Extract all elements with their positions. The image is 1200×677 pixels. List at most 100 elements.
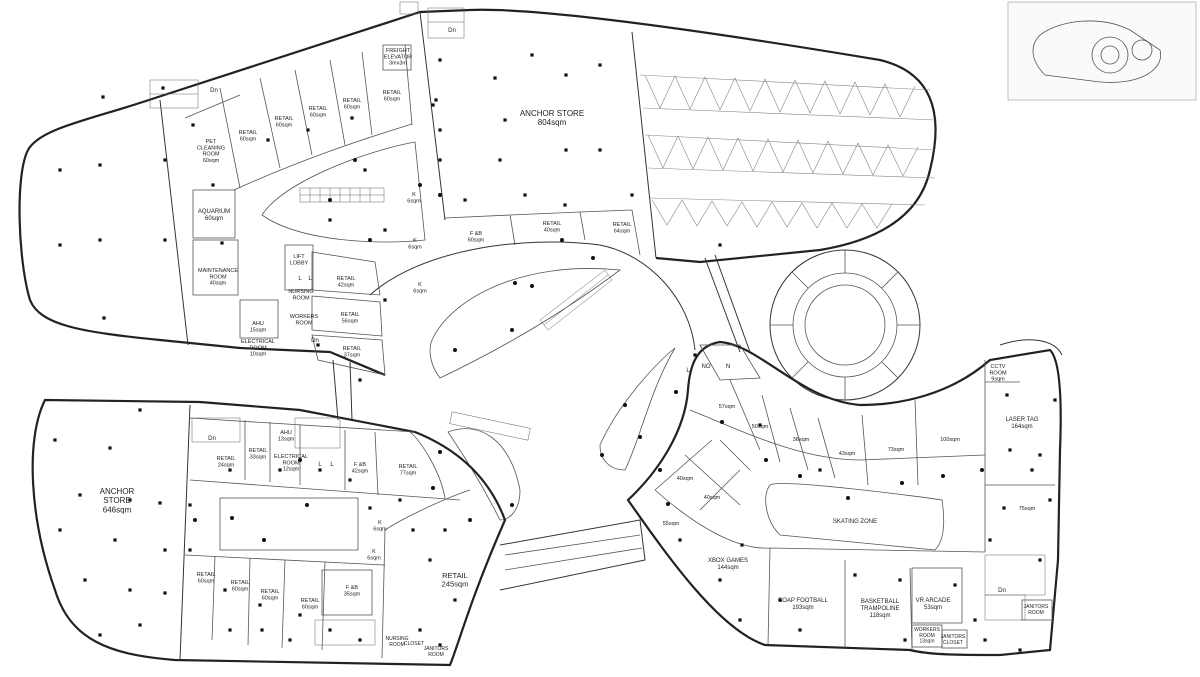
room-label-line: ELEVATOR <box>384 54 412 60</box>
column-square <box>758 423 762 427</box>
column-square <box>398 498 402 502</box>
column-square <box>306 128 310 132</box>
room-label-line: RETAIL <box>442 571 468 580</box>
room-label-line: ROOM <box>919 633 935 639</box>
room-label-line: 33sqm <box>250 454 267 460</box>
column-square <box>363 168 367 172</box>
room-label-line: ROOM <box>428 652 444 658</box>
room-label-u75: 75sqm <box>1019 506 1036 512</box>
column-round <box>638 435 642 439</box>
column-square <box>503 118 507 122</box>
room-label-line: JANITORS <box>941 634 966 640</box>
column-round <box>510 503 514 507</box>
room-label-line: 6sqm <box>367 555 381 561</box>
room-label-line: 646sqm <box>103 505 132 514</box>
room-label-u55: 55sqm <box>663 521 680 527</box>
column-square <box>163 548 167 552</box>
column-round <box>600 453 604 457</box>
room-label-line: 73sqm <box>888 447 905 453</box>
room-label-line: 6sqm <box>373 526 387 532</box>
lift-marker: L <box>686 368 690 374</box>
room-label-closet-bot: CLOSET <box>404 641 424 647</box>
column-square <box>1002 506 1006 510</box>
room-label-line: 40sqm <box>677 476 694 482</box>
column-square <box>438 158 442 162</box>
column-square <box>564 148 568 152</box>
room-label-line: LASER TAG <box>1005 417 1038 423</box>
stair-down-marker: Dn <box>311 338 319 344</box>
column-square <box>158 501 162 505</box>
column-round <box>513 281 517 285</box>
column-square <box>983 638 987 642</box>
room-label-line: K <box>412 192 416 198</box>
column-square <box>161 86 165 90</box>
site-inset-map <box>1007 1 1197 101</box>
room-label-line: CLOSET <box>943 640 963 646</box>
room-label-line: LIFT <box>293 254 305 260</box>
room-label-line: JANITORS <box>424 646 449 652</box>
room-label-line: LOBBY <box>290 260 309 266</box>
room-label-line: 245sqm <box>442 580 469 589</box>
column-square <box>678 538 682 542</box>
room-label-line: 3mx3m <box>389 61 407 67</box>
column-square <box>298 613 302 617</box>
column-square <box>1048 498 1052 502</box>
room-label-line: RETAIL <box>399 464 418 470</box>
room-label-line: 60sqm <box>468 237 485 243</box>
room-label-line: NURSING <box>385 636 408 642</box>
column-square <box>1008 448 1012 452</box>
room-label-line: 60sqm <box>344 104 361 110</box>
room-label-line: 193sqm <box>792 605 813 611</box>
column-square <box>258 603 262 607</box>
column-square <box>818 468 822 472</box>
column-square <box>853 573 857 577</box>
room-label-line: ANCHOR STORE <box>520 109 584 118</box>
column-square <box>98 163 102 167</box>
room-label-line: RETAIL <box>343 346 362 352</box>
room-label-line: CLOSET <box>404 641 424 647</box>
room-label-line: WORKERS <box>290 314 319 320</box>
room-label-line: CLEANING <box>197 145 225 151</box>
column-square <box>438 643 442 647</box>
room-label-line: ANCHOR <box>100 487 135 496</box>
room-label-line: 64sqm <box>614 228 631 234</box>
room-label-line: ROOM <box>295 320 313 326</box>
column-square <box>718 243 722 247</box>
column-square <box>383 298 387 302</box>
room-label-line: 60sqm <box>198 578 215 584</box>
column-square <box>740 543 744 547</box>
room-label-line: 13sqm <box>919 639 934 645</box>
column-square <box>266 138 270 142</box>
column-square <box>288 638 292 642</box>
parking-area <box>639 74 936 229</box>
column-square <box>163 238 167 242</box>
stair-north <box>149 1 465 109</box>
column-square <box>630 193 634 197</box>
room-label-line: F &B <box>470 231 483 237</box>
room-label-u43: 43sqm <box>839 451 856 457</box>
escalator-south <box>449 411 531 441</box>
structural-columns <box>53 53 1057 652</box>
column-round <box>764 458 768 462</box>
column-square <box>78 493 82 497</box>
lift-marker: NO <box>702 364 711 370</box>
room-label-line: RETAIL <box>239 130 258 136</box>
room-label-line: MAINTENANCE <box>198 268 238 274</box>
column-square <box>438 128 442 132</box>
room-label-line: 42sqm <box>352 468 369 474</box>
